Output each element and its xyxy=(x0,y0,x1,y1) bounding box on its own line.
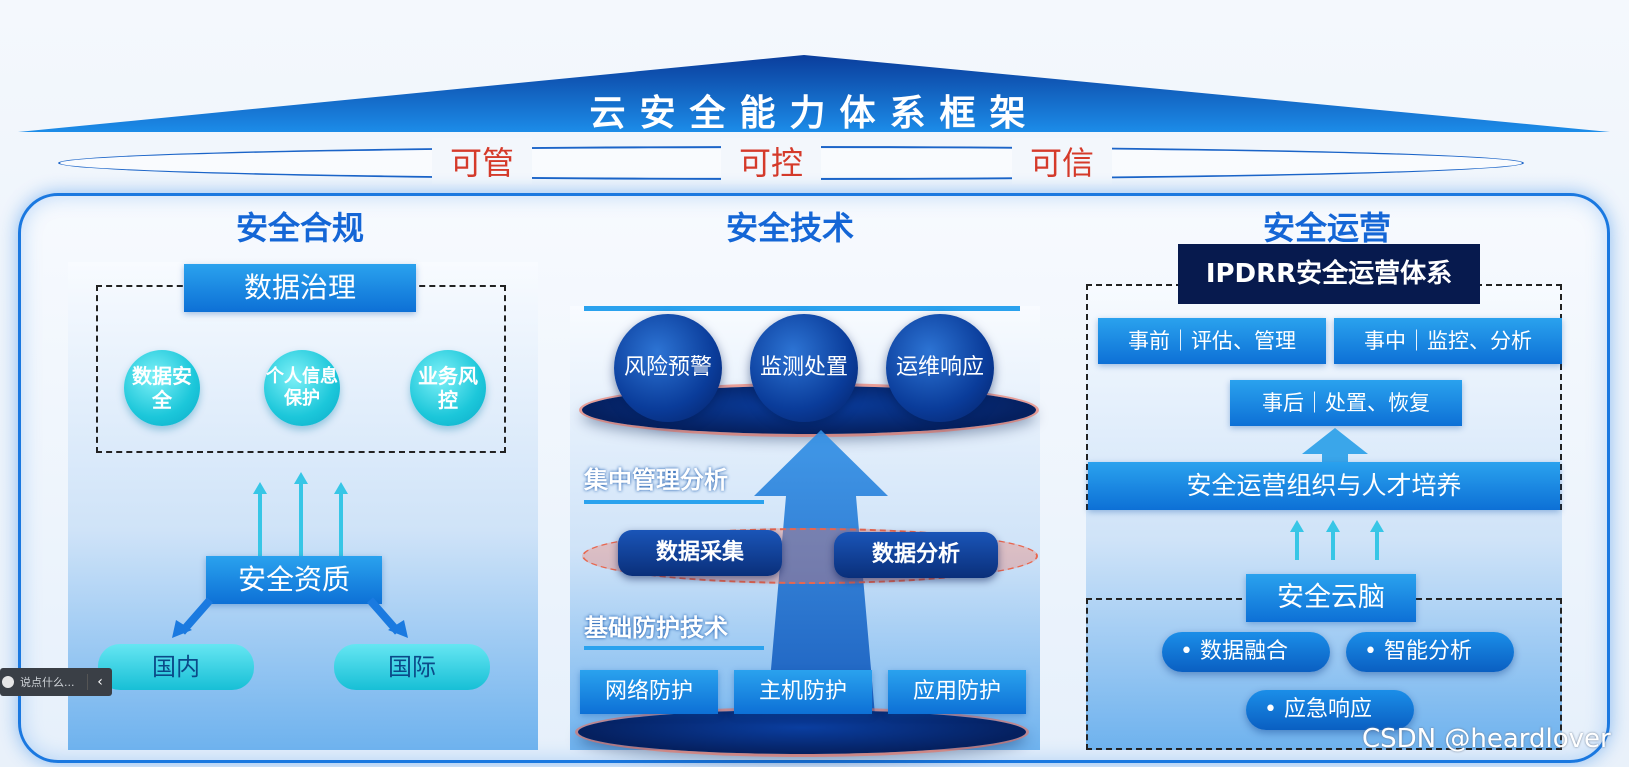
smart-analysis-pill: • 智能分析 xyxy=(1346,632,1514,672)
up-arrow-icon xyxy=(1290,520,1304,560)
up-arrow-icon xyxy=(1302,428,1368,462)
risk-warning-circle: 风险预警 xyxy=(614,314,722,422)
ipdrr-system-label: IPDRR安全运营体系 xyxy=(1178,244,1480,304)
up-arrow-icon xyxy=(294,472,308,562)
data-collect-cylinder: 数据采集 xyxy=(618,530,782,576)
emoji-icon[interactable] xyxy=(2,676,14,688)
technology-title: 安全技术 xyxy=(726,203,854,249)
divider-line xyxy=(584,646,764,650)
domestic-pill: 国内 xyxy=(98,644,254,690)
up-arrow-icon xyxy=(1370,520,1384,560)
org-talent-bar: 安全运营组织与人才培养 xyxy=(1088,462,1560,510)
international-pill: 国际 xyxy=(334,644,490,690)
pillar-controllable: 可控 xyxy=(721,138,821,184)
branch-arrows-icon xyxy=(170,592,410,642)
collapse-button[interactable]: ‹ xyxy=(87,674,112,690)
network-protection-box: 网络防护 xyxy=(580,670,718,714)
data-fusion-pill: • 数据融合 xyxy=(1162,632,1330,672)
divider-line xyxy=(584,500,764,504)
ops-response-circle: 运维响应 xyxy=(886,314,994,422)
pre-phase-box: 事前｜评估、管理 xyxy=(1098,318,1326,364)
base-protection-label: 基础防护技术 xyxy=(584,608,728,643)
watermark: CSDN @heardlover xyxy=(1362,724,1611,754)
up-arrow-icon xyxy=(253,482,267,562)
data-security-circle: 数据安全 xyxy=(124,350,200,426)
operations-title: 安全运营 xyxy=(1263,203,1391,249)
data-governance-label: 数据治理 xyxy=(184,264,416,312)
privacy-protection-circle: 个人信息保护 xyxy=(264,350,340,426)
monitor-dispose-circle: 监测处置 xyxy=(750,314,858,422)
compliance-title: 安全合规 xyxy=(236,203,364,249)
pillar-manageable: 可管 xyxy=(432,138,532,184)
host-protection-box: 主机防护 xyxy=(734,670,872,714)
central-analysis-label: 集中管理分析 xyxy=(584,460,728,495)
post-phase-box: 事后｜处置、恢复 xyxy=(1230,380,1462,426)
comment-input[interactable]: 说点什么... xyxy=(20,674,87,690)
up-arrow-icon xyxy=(334,482,348,562)
smart-analysis-label: 智能分析 xyxy=(1384,639,1472,664)
mid-phase-box: 事中｜监控、分析 xyxy=(1334,318,1562,364)
business-risk-circle: 业务风控 xyxy=(410,350,486,426)
bottom-platform-disc xyxy=(578,710,1026,754)
data-fusion-label: 数据融合 xyxy=(1200,639,1288,664)
data-analysis-cylinder: 数据分析 xyxy=(834,532,998,578)
pillar-trustworthy: 可信 xyxy=(1012,138,1112,184)
page-title: 云安全能力体系框架 xyxy=(0,84,1629,136)
cloud-brain-label: 安全云脑 xyxy=(1246,574,1416,622)
app-protection-box: 应用防护 xyxy=(888,670,1026,714)
comment-bar[interactable]: 说点什么... ‹ xyxy=(0,668,112,696)
emergency-response-label: 应急响应 xyxy=(1284,697,1372,722)
up-arrow-icon xyxy=(1326,520,1340,560)
divider-line xyxy=(584,306,1020,311)
